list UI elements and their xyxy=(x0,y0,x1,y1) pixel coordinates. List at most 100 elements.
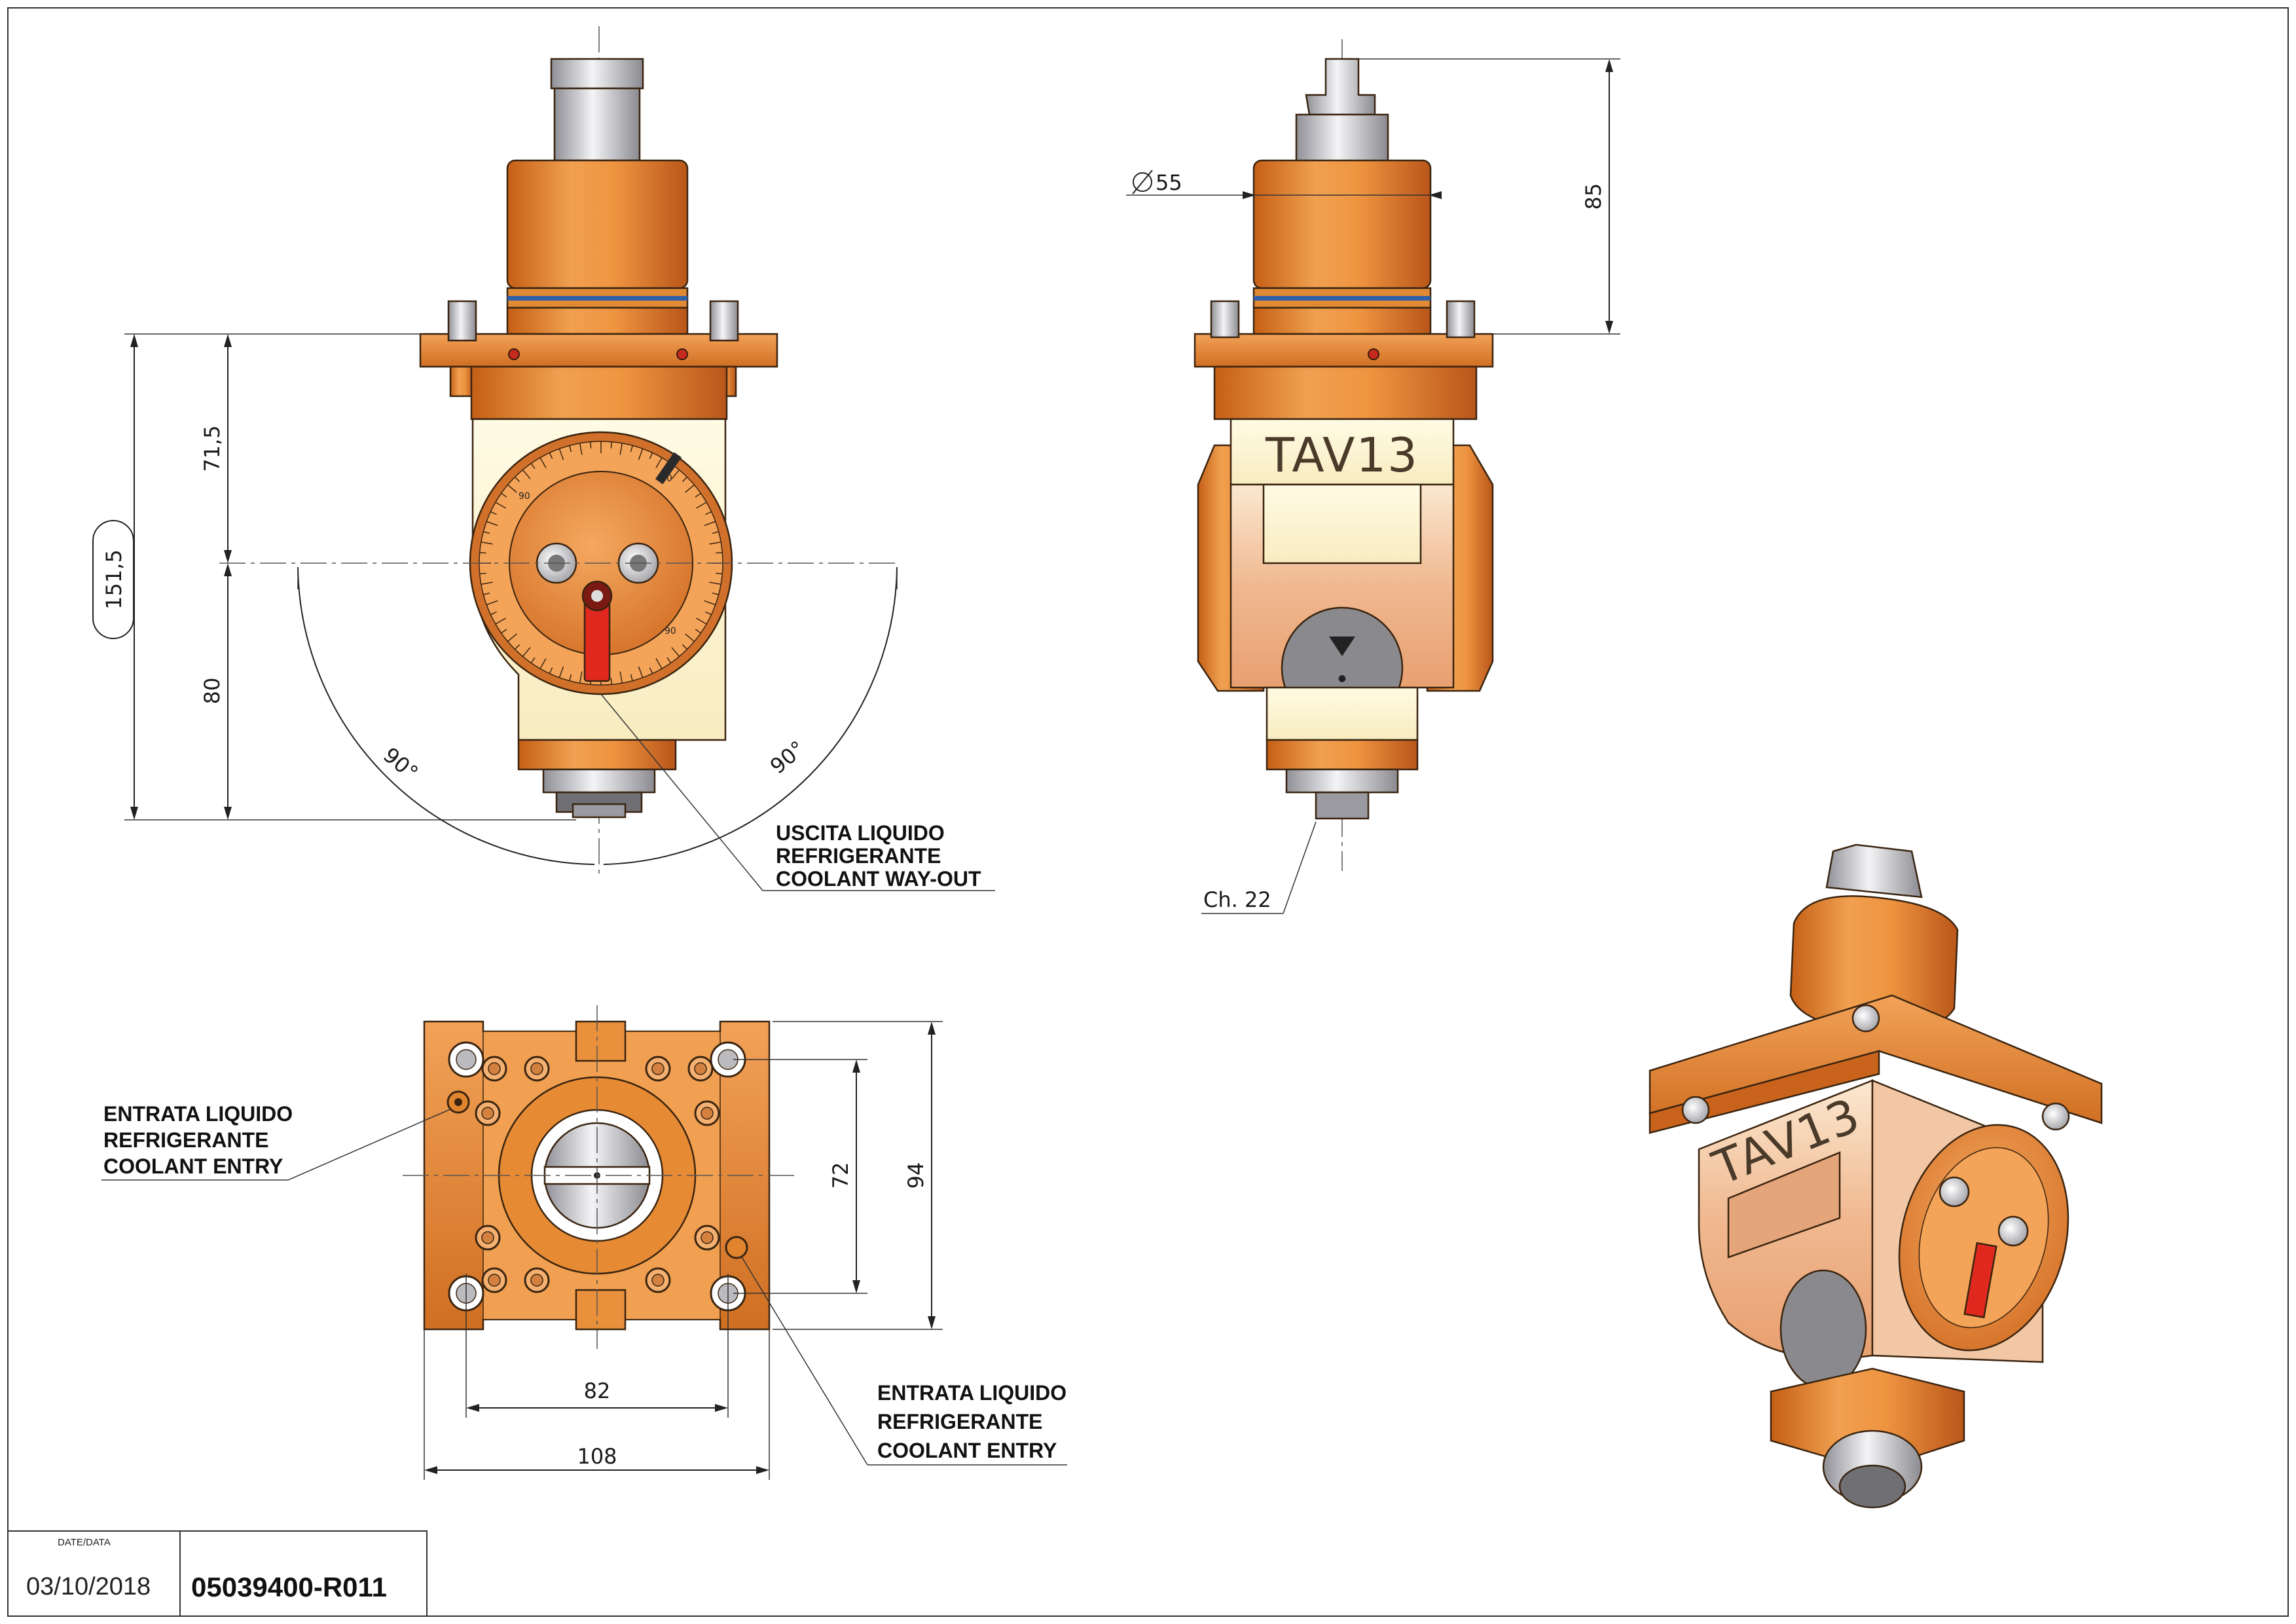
dial-tick xyxy=(666,657,672,663)
front-stud-nut-left xyxy=(449,365,475,397)
iso-nut-1 xyxy=(1681,1096,1710,1124)
dial-tick xyxy=(704,521,716,526)
bottom-hole-core xyxy=(694,1062,707,1075)
dim-82-text: 82 xyxy=(584,1378,611,1403)
bottom-hole-core xyxy=(651,1062,665,1075)
dial-tick xyxy=(704,600,716,606)
front-collet-nut xyxy=(542,768,656,794)
note-entry-right-line3: COOLANT ENTRY xyxy=(877,1439,1057,1462)
front-upper-housing xyxy=(506,159,689,289)
dial-tick xyxy=(579,443,583,455)
side-flange xyxy=(1194,333,1494,368)
dial-tick xyxy=(558,448,564,460)
front-view: 0 90 90 151,5 71,5 xyxy=(92,26,995,891)
title-block-code: 05039400-R011 xyxy=(191,1572,387,1602)
dial-tick xyxy=(716,572,723,574)
dim-94-arrow-top xyxy=(928,1022,936,1035)
dial-tick xyxy=(630,445,633,452)
dial-tick xyxy=(490,611,497,616)
dim-dia-symbol-circle xyxy=(1133,172,1152,192)
side-logo-glyph: ● xyxy=(1338,673,1346,684)
dim-108-arrow-left xyxy=(424,1466,437,1474)
side-neck xyxy=(1252,306,1432,335)
bottom-keyway-top xyxy=(575,1020,627,1062)
dim-151-arrow-top xyxy=(130,334,138,347)
side-logo-triangle xyxy=(1329,637,1355,656)
note-entry-left-line1: ENTRATA LIQUIDO xyxy=(103,1102,293,1126)
dial-tick xyxy=(638,666,644,678)
dial-tick xyxy=(649,452,653,459)
dial-tick xyxy=(501,629,507,634)
front-lower-band xyxy=(517,739,677,771)
dim-94-text: 94 xyxy=(903,1162,928,1189)
title-block-date: 03/10/2018 xyxy=(26,1573,151,1600)
dim-85-arrow-bottom xyxy=(1605,321,1613,334)
bottom-hole-core xyxy=(530,1274,543,1287)
bottom-coolant-port-left-core xyxy=(454,1098,462,1106)
side-window xyxy=(1262,483,1422,564)
iso-lower-band xyxy=(1770,1367,1965,1471)
title-block-frame xyxy=(7,1530,428,1617)
dial-tick xyxy=(638,448,644,460)
bottom-hole-core xyxy=(701,1107,714,1120)
bottom-view: 82 108 72 94 ENTRATA LIQUIDO REFRIGERANT… xyxy=(101,1005,1067,1480)
dial-tick xyxy=(619,671,623,684)
bottom-hole-core xyxy=(488,1274,501,1287)
dial-tick xyxy=(483,531,490,534)
dial-tick xyxy=(549,452,553,459)
dim-dia-arrow-left xyxy=(1243,191,1256,199)
dim-80-text: 80 xyxy=(200,678,225,705)
dial-tick xyxy=(696,618,707,625)
dial-tick xyxy=(522,470,531,479)
dial-tick xyxy=(486,521,498,526)
title-block-date-label: DATE/DATA xyxy=(58,1537,111,1548)
dim-71-arrow-top xyxy=(224,334,232,347)
bottom-keyway-bottom xyxy=(575,1289,627,1331)
dim-71-text: 71,5 xyxy=(200,425,225,471)
dial-tick xyxy=(630,674,633,681)
side-cream-top xyxy=(1230,418,1455,486)
note-entry-right-leader xyxy=(740,1255,868,1466)
iso-nut-3 xyxy=(2041,1102,2070,1131)
iso-collet-tip xyxy=(1838,1464,1906,1509)
note-entry-right-line2: REFRIGERANTE xyxy=(877,1410,1042,1433)
iso-dial-bolt-2 xyxy=(1997,1215,2029,1247)
dial-tick xyxy=(671,647,680,657)
dim-82-arrow-left xyxy=(466,1404,479,1412)
dial-tick xyxy=(522,647,531,657)
dial-tick xyxy=(481,581,493,585)
dial-tick xyxy=(514,476,520,483)
dim-angle-right-arc xyxy=(603,566,898,865)
dial-tick xyxy=(695,492,701,498)
dial-tick xyxy=(685,633,695,642)
front-lever-pivot-pin xyxy=(591,590,603,602)
bottom-holes xyxy=(448,1041,746,1312)
dial-tick xyxy=(483,592,490,595)
front-dial-90-left: 90 xyxy=(519,491,530,502)
side-flange-pin xyxy=(1368,348,1379,360)
dial-tick xyxy=(507,633,517,642)
dial-tick xyxy=(682,644,688,650)
dim-85-text: 85 xyxy=(1581,183,1606,210)
dial-tick xyxy=(479,572,486,574)
bottom-hole-core xyxy=(701,1231,714,1244)
sheet-border xyxy=(7,7,2289,1617)
dial-tick xyxy=(712,531,719,534)
dial-tick xyxy=(695,629,701,634)
dial-tick xyxy=(569,674,572,681)
side-seal-o-ring xyxy=(1254,296,1430,301)
note-wayout-leader xyxy=(600,693,763,891)
dial-tick xyxy=(501,492,507,498)
dial-tick xyxy=(712,592,719,595)
note-wayout-line2: REFRIGERANTE xyxy=(776,844,941,868)
iso-lever xyxy=(1963,1242,1997,1319)
dial-tick xyxy=(558,666,564,678)
note-wayout-line3: COOLANT WAY-OUT xyxy=(776,867,981,891)
dial-tick xyxy=(481,541,493,545)
front-stud-left xyxy=(447,300,477,342)
dial-tick xyxy=(495,618,506,625)
dial-tick xyxy=(539,457,547,468)
dial-tick xyxy=(530,463,536,470)
bottom-hole-core xyxy=(651,1274,665,1287)
